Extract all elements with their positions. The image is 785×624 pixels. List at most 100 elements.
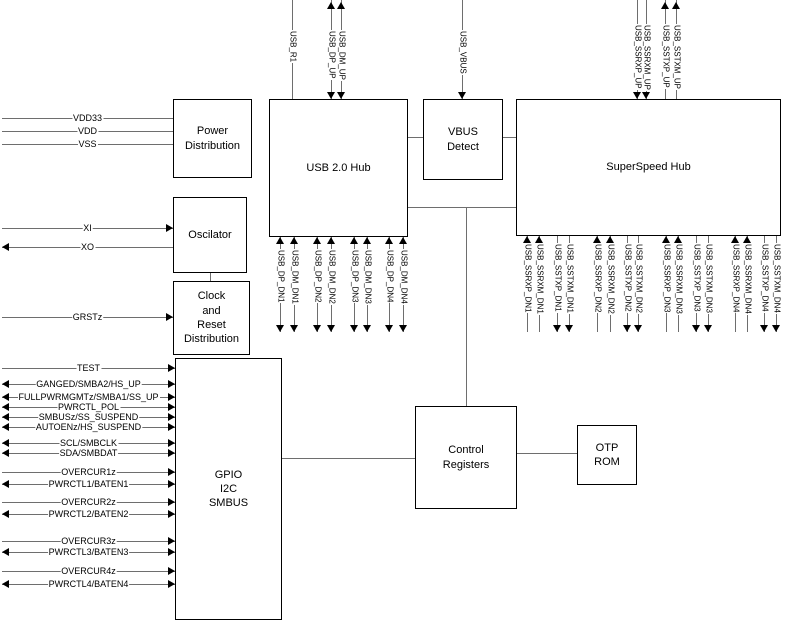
- arrowhead-icon: [385, 237, 393, 244]
- arrowhead-icon: [168, 537, 175, 545]
- arrowhead-icon: [168, 439, 175, 447]
- block-power-distribution: Power Distribution: [173, 99, 252, 178]
- arrowhead-icon: [2, 480, 9, 488]
- arrowhead-icon: [168, 510, 175, 518]
- arrowhead-icon: [2, 380, 9, 388]
- pin-label-vss: VSS: [77, 139, 98, 150]
- pin-label-pwrctl4-baten4: PWRCTL4/BATEN4: [47, 579, 130, 590]
- arrowhead-icon: [760, 325, 768, 332]
- pin-label-pwrctl2-baten2: PWRCTL2/BATEN2: [47, 509, 130, 520]
- pin-label-grstz: GRSTz: [71, 312, 104, 323]
- arrowhead-icon: [772, 325, 780, 332]
- arrowhead-icon: [634, 325, 642, 332]
- pin-label-autoenz-hs-suspend: AUTOENz/HS_SUSPEND: [34, 422, 143, 433]
- pin-label-smbusz-ss-suspend: SMBUSz/SS_SUSPEND: [37, 412, 140, 423]
- pin-label-test: TEST: [75, 363, 102, 374]
- block-gpio-i2c-smbus: GPIO I2C SMBUS: [175, 358, 282, 620]
- arrowhead-icon: [674, 236, 682, 243]
- pin-label-usb-sstxm-up: USB_SSTXM_UP: [672, 24, 682, 91]
- arrowhead-icon: [633, 92, 641, 99]
- pin-label-pwrctl1-baten1: PWRCTL1/BATEN1: [47, 479, 130, 490]
- arrowhead-icon: [337, 92, 345, 99]
- pin-label-usb-sstxm-dn3: USB_SSTXM_DN3: [704, 243, 714, 314]
- pin-label-overcur4z: OVERCUR4z: [60, 566, 117, 577]
- arrowhead-icon: [168, 480, 175, 488]
- pin-label-xo: XO: [79, 242, 96, 253]
- block-superspeed-hub: SuperSpeed Hub: [516, 99, 781, 236]
- pin-label-usb-ssrxp-dn2: USB_SSRXP_DN2: [593, 243, 603, 314]
- arrowhead-icon: [350, 325, 358, 332]
- pin-label-usb-dm-dn2: USB_DM_DN2: [327, 249, 337, 305]
- arrowhead-icon: [168, 403, 175, 411]
- arrowhead-icon: [2, 393, 9, 401]
- arrowhead-icon: [327, 325, 335, 332]
- block-clock-reset-distribution: Clock and Reset Distribution: [173, 281, 250, 355]
- arrowhead-icon: [363, 325, 371, 332]
- pin-label-usb-ssrxp-dn1: USB_SSRXP_DN1: [523, 243, 533, 314]
- arrowhead-icon: [2, 439, 9, 447]
- arrowhead-icon: [565, 325, 573, 332]
- arrowhead-icon: [168, 498, 175, 506]
- arrowhead-icon: [2, 449, 9, 457]
- pin-label-usb-dp-dn1: USB_DP_DN1: [276, 249, 286, 304]
- block-usb2-hub: USB 2.0 Hub: [269, 99, 408, 237]
- pin-label-usb-dm-dn1: USB_DM_DN1: [290, 249, 300, 305]
- block-vbus-detect: VBUS Detect: [423, 99, 503, 180]
- block-control-registers: Control Registers: [415, 406, 517, 509]
- arrowhead-icon: [168, 567, 175, 575]
- arrowhead-icon: [327, 237, 335, 244]
- arrowhead-icon: [327, 2, 335, 9]
- pin-label-pwrctl3-baten3: PWRCTL3/BATEN3: [47, 547, 130, 558]
- pin-label-usb-dp-up: USB_DP_UP: [327, 30, 337, 80]
- pin-label-usb-ssrxp-dn4: USB_SSRXP_DN4: [731, 243, 741, 314]
- connector-vbusdetect-sshub: [503, 137, 516, 138]
- arrowhead-icon: [704, 325, 712, 332]
- connector-oscillator-clockreset: [210, 273, 211, 281]
- pin-label-usb-sstxm-dn1: USB_SSTXM_DN1: [565, 243, 575, 314]
- connector-hubs-controlregisters: [466, 207, 467, 406]
- arrowhead-icon: [2, 413, 9, 421]
- arrowhead-icon: [672, 2, 680, 9]
- arrowhead-icon: [337, 2, 345, 9]
- arrowhead-icon: [276, 237, 284, 244]
- pin-label-xi: XI: [82, 223, 93, 234]
- pin-label-vdd33: VDD33: [71, 113, 104, 124]
- arrowhead-icon: [168, 364, 175, 372]
- arrowhead-icon: [385, 325, 393, 332]
- pin-label-usb-ssrxp-dn3: USB_SSRXP_DN3: [662, 243, 672, 314]
- pin-label-usb-dm-dn3: USB_DM_DN3: [363, 249, 373, 305]
- arrowhead-icon: [743, 236, 751, 243]
- block-otp-rom: OTP ROM: [577, 425, 637, 485]
- pin-label-usb-ssrxp-up: USB_SSRXP_UP: [633, 24, 643, 90]
- arrowhead-icon: [168, 380, 175, 388]
- arrowhead-icon: [2, 243, 9, 251]
- pin-label-usb-sstxm-dn2: USB_SSTXM_DN2: [634, 243, 644, 314]
- arrowhead-icon: [168, 413, 175, 421]
- connector-usb2hub-sshub: [408, 207, 516, 208]
- pin-label-usb-sstxm-dn4: USB_SSTXM_DN4: [772, 243, 782, 314]
- pin-label-usb-dm-dn4: USB_DM_DN4: [399, 249, 409, 305]
- arrowhead-icon: [553, 325, 561, 332]
- arrowhead-icon: [166, 313, 173, 321]
- pin-label-sda-smbdat: SDA/SMBDAT: [58, 448, 119, 459]
- arrowhead-icon: [535, 236, 543, 243]
- arrowhead-icon: [350, 237, 358, 244]
- arrowhead-icon: [523, 236, 531, 243]
- arrowhead-icon: [642, 92, 650, 99]
- pin-label-usb-dm-up: USB_DM_UP: [337, 30, 347, 81]
- pin-label-overcur2z: OVERCUR2z: [60, 497, 117, 508]
- arrowhead-icon: [168, 449, 175, 457]
- block-oscillator: Oscilator: [173, 197, 247, 273]
- connector-controlregisters-otprom: [517, 453, 577, 454]
- pin-label-vdd: VDD: [76, 126, 99, 137]
- arrowhead-icon: [2, 510, 9, 518]
- arrowhead-icon: [623, 325, 631, 332]
- arrowhead-icon: [313, 237, 321, 244]
- pin-label-scl-smbclk: SCL/SMBCLK: [58, 438, 119, 449]
- pin-label-overcur1z: OVERCUR1z: [60, 467, 117, 478]
- pin-label-usb-sstxp-dn4: USB_SSTXP_DN4: [760, 243, 770, 313]
- arrowhead-icon: [692, 325, 700, 332]
- connector-gpio-controlregisters: [282, 458, 415, 459]
- pin-label-usb-ssrxm-up: USB_SSRXM_UP: [642, 24, 652, 91]
- arrowhead-icon: [276, 325, 284, 332]
